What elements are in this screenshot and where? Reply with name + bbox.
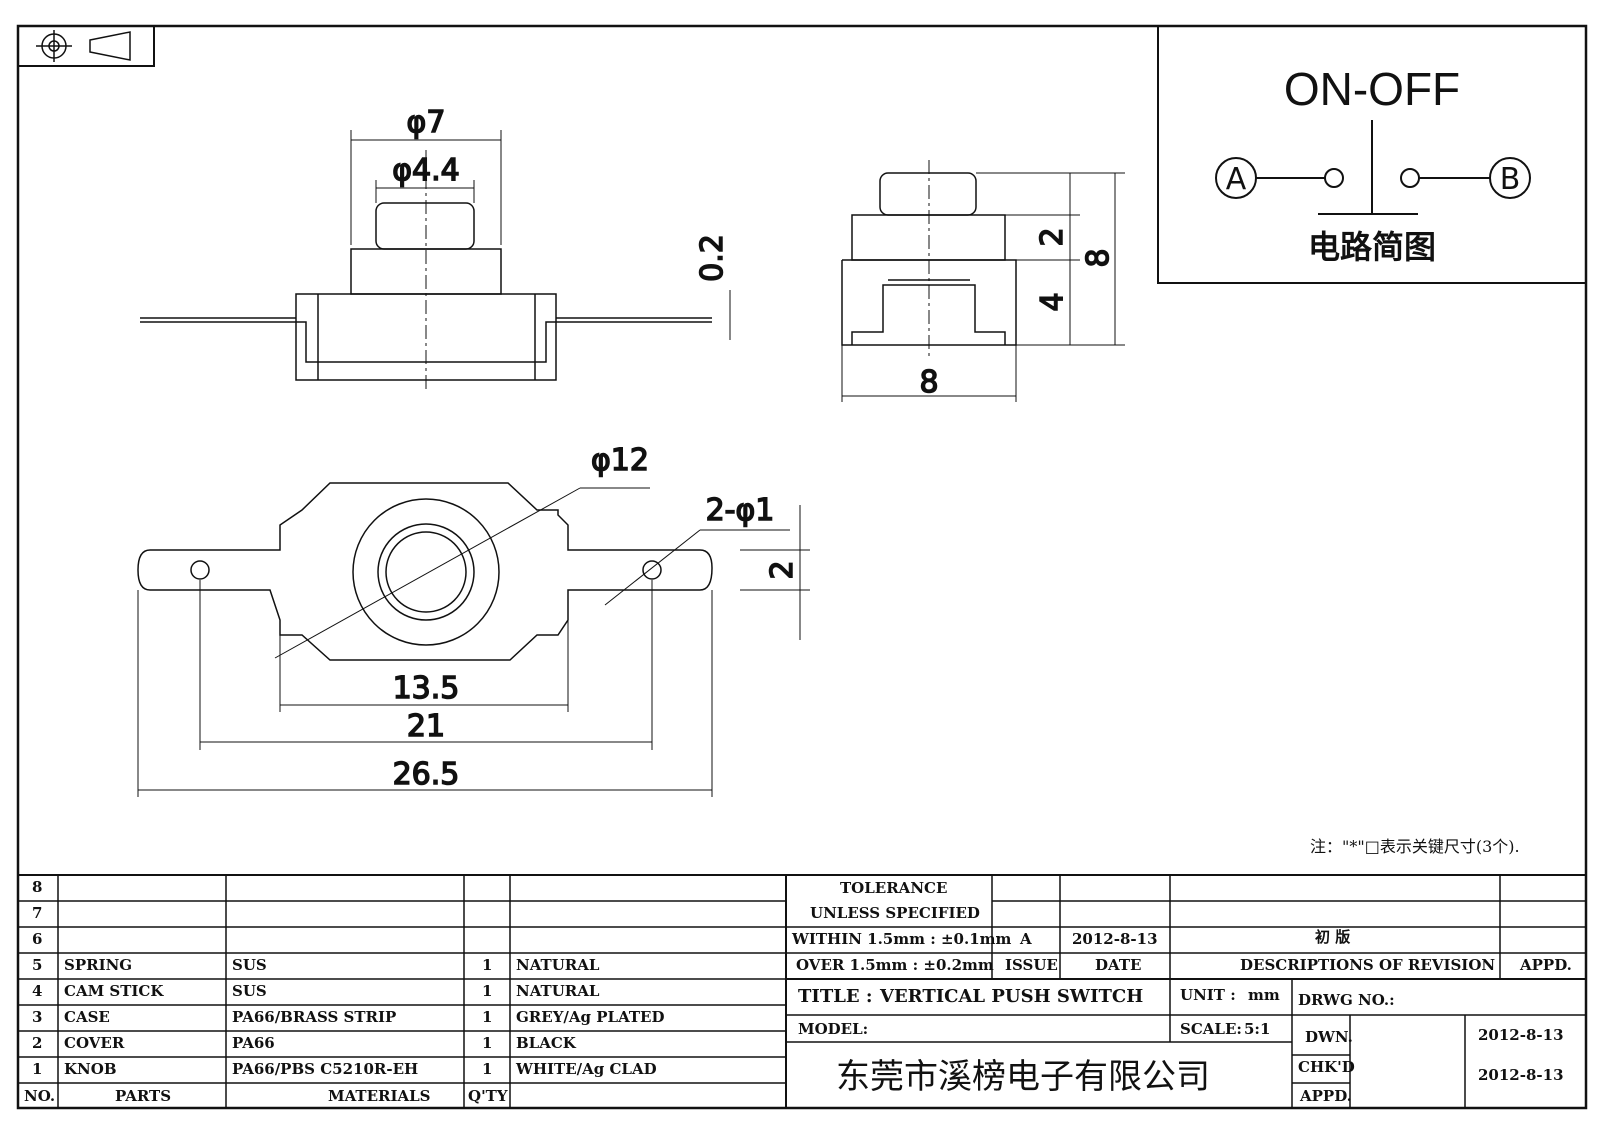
dim-13-5: 13.5 xyxy=(393,671,460,706)
dwn-date: 2012-8-13 xyxy=(1478,1026,1564,1044)
row-no: 5 xyxy=(32,956,43,974)
row-part: CASE xyxy=(64,1008,110,1026)
model-label: MODEL: xyxy=(798,1020,869,1038)
tolerance-within: WITHIN 1.5mm : ±0.1mm xyxy=(792,930,1012,948)
row-material: PA66/BRASS STRIP xyxy=(232,1008,397,1026)
projection-symbol-icon xyxy=(17,25,155,67)
row-material: PA66 xyxy=(232,1034,275,1052)
company-name: 东莞市溪榜电子有限公司 xyxy=(836,1057,1210,1097)
sheet-border xyxy=(16,24,1588,1110)
row-finish: WHITE/Ag CLAD xyxy=(516,1060,657,1078)
header-description: DESCRIPTIONS OF REVISION xyxy=(1240,956,1496,974)
schematic-caption: 电路简图 xyxy=(1308,228,1436,266)
unit-value: mm xyxy=(1248,986,1280,1004)
scale-value: 5:1 xyxy=(1244,1020,1271,1038)
row-finish: NATURAL xyxy=(516,982,600,1000)
header-parts: PARTS xyxy=(115,1087,172,1105)
row-qty: 1 xyxy=(482,982,493,1000)
dim-21: 21 xyxy=(407,709,445,744)
row-part: KNOB xyxy=(64,1060,117,1078)
scale-label: SCALE: xyxy=(1180,1020,1242,1038)
title-value: VERTICAL PUSH SWITCH xyxy=(880,986,1144,1007)
row-no: 7 xyxy=(32,904,43,922)
title-label: TITLE : xyxy=(798,986,873,1007)
row-finish: GREY/Ag PLATED xyxy=(516,1008,665,1026)
row-finish: NATURAL xyxy=(516,956,600,974)
row-no: 1 xyxy=(32,1060,43,1078)
row-part: CAM STICK xyxy=(64,982,164,1000)
row-no: 3 xyxy=(32,1008,43,1026)
row-no: 8 xyxy=(32,878,43,896)
dim-d4-4: φ4.4 xyxy=(392,153,460,188)
row-finish: BLACK xyxy=(516,1034,576,1052)
note-text: 注："*"□表示关键尺寸(3个). xyxy=(1310,837,1520,856)
header-qty: Q'TY xyxy=(468,1087,508,1105)
row-material: SUS xyxy=(232,956,267,974)
terminal-a-label: A xyxy=(1226,162,1247,197)
row-part: COVER xyxy=(64,1034,125,1052)
row-qty: 1 xyxy=(482,1060,493,1078)
header-date: DATE xyxy=(1095,956,1142,974)
circuit-schematic xyxy=(1157,25,1587,284)
row-qty: 1 xyxy=(482,956,493,974)
rev-desc: 初 版 xyxy=(1315,928,1351,946)
plan-view xyxy=(137,482,810,797)
dim-side-8-w: 8 xyxy=(919,365,938,400)
row-part: SPRING xyxy=(64,956,133,974)
dim-2-d1: 2-φ1 xyxy=(706,493,775,528)
row-material: SUS xyxy=(232,982,267,1000)
tolerance-over: OVER 1.5mm : ±0.2mm xyxy=(796,956,994,974)
tolerance-label: TOLERANCE xyxy=(840,879,948,897)
dim-side-4: 4 xyxy=(1035,292,1070,311)
dim-d7: φ7 xyxy=(407,105,446,140)
dim-plan-2: 2 xyxy=(765,560,800,579)
schematic-title: ON-OFF xyxy=(1284,63,1460,115)
chkd-label: CHK'D xyxy=(1298,1058,1355,1076)
dim-side-2: 2 xyxy=(1035,227,1070,246)
row-no: 6 xyxy=(32,930,43,948)
chkd-date: 2012-8-13 xyxy=(1478,1066,1564,1084)
rev-issue: A xyxy=(1020,930,1032,948)
header-no: NO. xyxy=(24,1087,56,1105)
parts-table-grid xyxy=(18,874,1586,1108)
header-materials: MATERIALS xyxy=(328,1087,431,1105)
dim-d12: φ12 xyxy=(591,443,649,478)
terminal-b-label: B xyxy=(1500,162,1521,197)
dwn-label: DWN. xyxy=(1305,1028,1353,1046)
dim-26-5: 26.5 xyxy=(393,757,460,792)
dim-side-8-h: 8 xyxy=(1081,248,1116,267)
drwg-no-label: DRWG NO.: xyxy=(1298,991,1395,1009)
tolerance-sub-label: UNLESS SPECIFIED xyxy=(810,904,980,922)
row-qty: 1 xyxy=(482,1008,493,1026)
header-issue: ISSUE xyxy=(1005,956,1058,974)
header-appd: APPD. xyxy=(1520,956,1572,974)
row-no: 2 xyxy=(32,1034,43,1052)
dim-0-2: 0.2 xyxy=(695,234,730,282)
appd-label: APPD. xyxy=(1300,1087,1352,1105)
row-no: 4 xyxy=(32,982,43,1000)
rev-date: 2012-8-13 xyxy=(1072,930,1158,948)
side-view xyxy=(841,160,1125,402)
unit-label: UNIT : xyxy=(1180,986,1236,1004)
row-qty: 1 xyxy=(482,1034,493,1052)
row-material: PA66/PBS C5210R-EH xyxy=(232,1060,419,1078)
front-view xyxy=(140,130,731,390)
